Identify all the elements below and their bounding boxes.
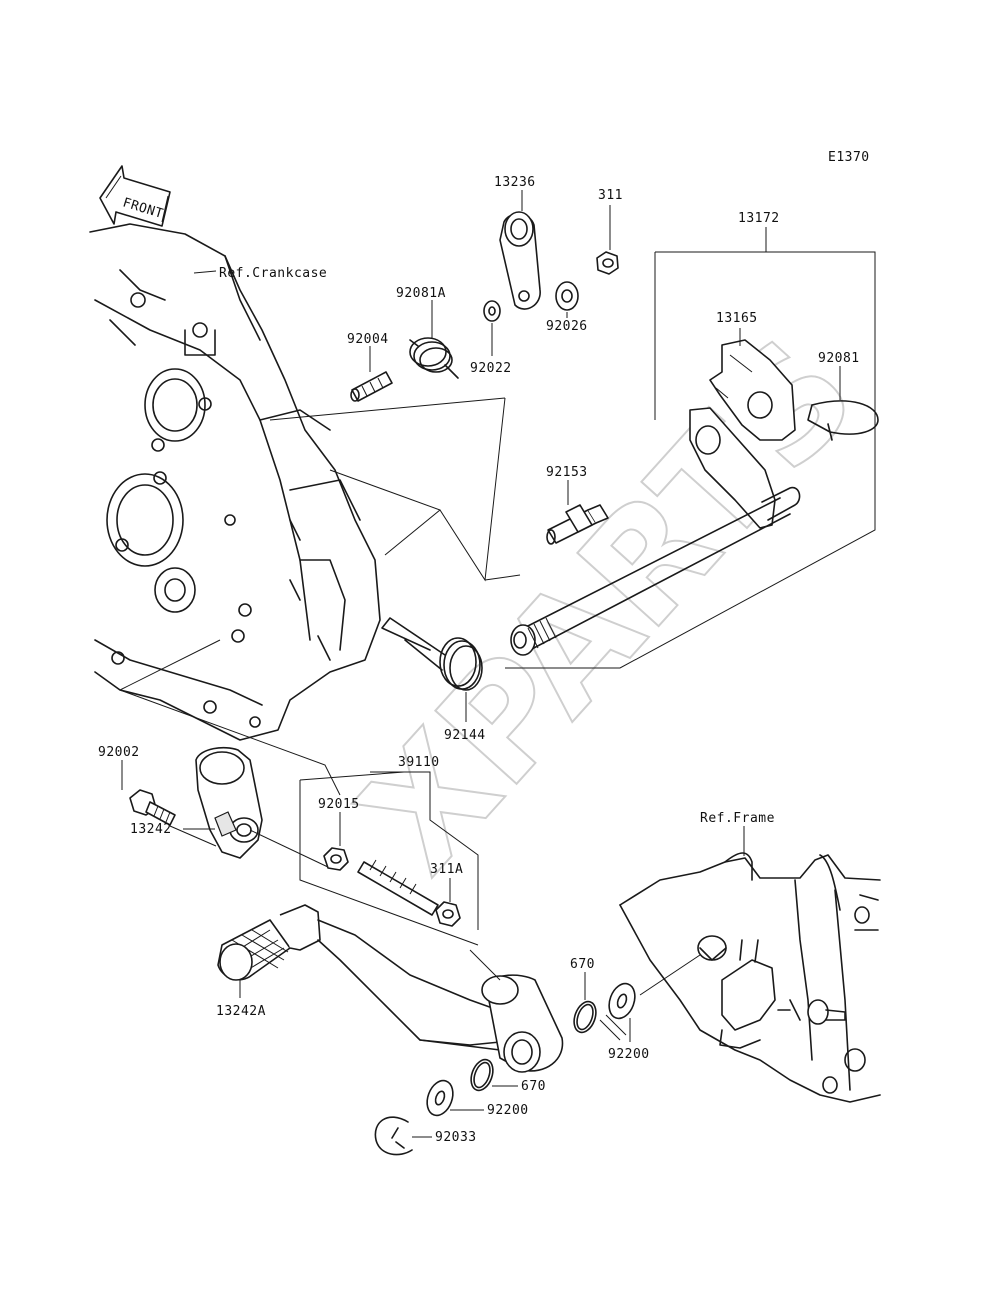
- diagram-code: E1370: [828, 150, 870, 165]
- part-13242-pivot-drawing: [195, 746, 263, 859]
- part-92081A-label: 92081A: [396, 286, 446, 301]
- part-92033-label: 92033: [435, 1130, 477, 1145]
- part-13242-label: 13242: [130, 822, 172, 837]
- part-311-label: 311: [598, 188, 623, 203]
- part-92022-label: 92022: [470, 361, 512, 376]
- watermark-text: XPARTS: [327, 307, 889, 904]
- part-670-oring-lower-drawing: [470, 1058, 494, 1092]
- part-13236-label: 13236: [494, 175, 536, 190]
- part-92004-pin-drawing: [350, 371, 393, 402]
- part-92002-label: 92002: [98, 745, 140, 760]
- part-92015-nut-drawing: [323, 847, 349, 871]
- part-92144-label: 92144: [444, 728, 486, 743]
- part-13165-label: 13165: [716, 311, 758, 326]
- part-92026-label: 92026: [546, 319, 588, 334]
- part-92026-washer-drawing: [555, 281, 579, 311]
- part-311A-label: 311A: [430, 862, 463, 877]
- part-670b-label: 670: [521, 1079, 546, 1094]
- part-92033-eclip-drawing: [374, 1116, 413, 1156]
- part-92022-washer-drawing: [483, 300, 501, 322]
- part-92200-washer-upper-drawing: [608, 982, 636, 1020]
- part-13236-drawing: [499, 211, 541, 310]
- part-92200-washer-lower-drawing: [426, 1079, 454, 1117]
- part-92004-label: 92004: [347, 332, 389, 347]
- part-92081-label: 92081: [818, 351, 860, 366]
- part-92153-bolt-drawing: [546, 504, 609, 545]
- frame-drawing: [599, 852, 881, 1103]
- pedal-pivot-drawing: [481, 974, 564, 1073]
- part-92002-bolt-drawing: [129, 789, 176, 826]
- part-92081A-spring-drawing: [409, 337, 459, 379]
- part-670-oring-upper-drawing: [573, 1000, 597, 1034]
- part-13172-label: 13172: [738, 211, 780, 226]
- tie-rod-drawing: [357, 859, 439, 916]
- part-311-nut-drawing: [596, 251, 619, 275]
- ref-crankcase-label: Ref.Crankcase: [219, 266, 327, 281]
- part-92015-label: 92015: [318, 797, 360, 812]
- part-670a-label: 670: [570, 957, 595, 972]
- part-92200b-label: 92200: [487, 1103, 529, 1118]
- front-arrow-icon: FRONT: [99, 165, 171, 227]
- part-311A-nut-drawing: [435, 901, 461, 927]
- ref-frame-label: Ref.Frame: [700, 811, 775, 826]
- crankcase-drawing: [89, 223, 381, 741]
- shift-shaft-drawing: [510, 407, 801, 656]
- part-92200a-label: 92200: [608, 1047, 650, 1062]
- part-92144-spring-drawing: [381, 617, 483, 691]
- part-92153-label: 92153: [546, 465, 588, 480]
- part-13165-plate-drawing: [709, 339, 796, 441]
- part-13242A-pedal-drawing: [217, 904, 501, 1051]
- part-39110-label: 39110: [398, 755, 440, 770]
- part-92081-clip-drawing: [807, 400, 879, 441]
- part-13242A-label: 13242A: [216, 1004, 266, 1019]
